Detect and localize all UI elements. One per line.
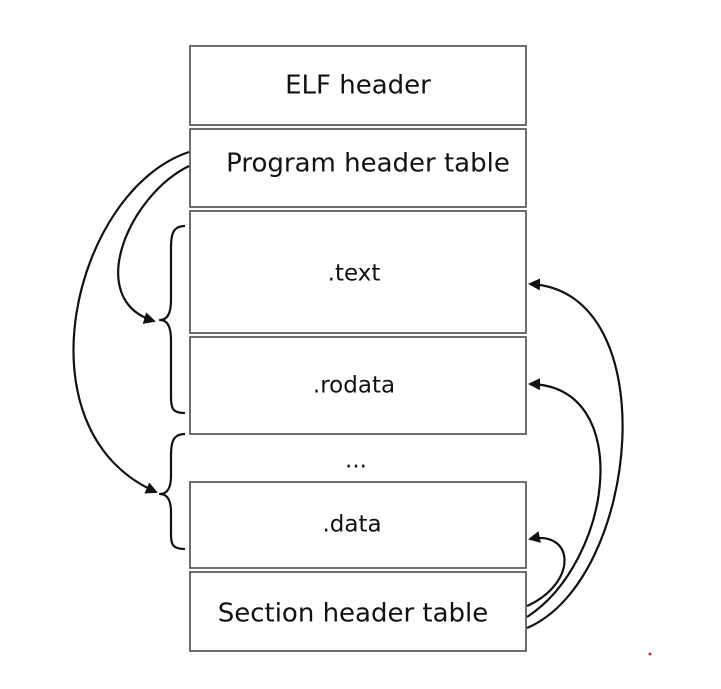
segment-brace-lower: [158, 432, 186, 551]
section-header-arrow-data: [526, 531, 566, 608]
program-header-arrow-lower: [72, 150, 190, 494]
program-header-table-box: Program header table: [189, 128, 527, 208]
text-section-box: .text: [189, 210, 527, 334]
elf-header-label: ELF header: [285, 71, 431, 101]
data-section-box: .data: [189, 481, 527, 569]
section-header-table-label: Section header table: [218, 599, 489, 629]
elf-header-box: ELF header: [189, 45, 527, 126]
ellipsis-label: ...: [345, 448, 367, 474]
data-section-label: .data: [322, 512, 381, 538]
section-header-table-box: Section header table: [189, 571, 527, 652]
rodata-section-label: .rodata: [313, 373, 395, 399]
stray-dot: [648, 652, 652, 656]
program-header-table-label: Program header table: [226, 149, 510, 179]
section-header-arrow-rodata: [526, 378, 602, 618]
program-header-arrow-upper: [117, 165, 190, 324]
text-section-label: .text: [328, 261, 381, 287]
rodata-section-box: .rodata: [189, 336, 527, 435]
section-header-arrow-text: [526, 278, 624, 630]
segment-brace-upper: [158, 224, 186, 415]
